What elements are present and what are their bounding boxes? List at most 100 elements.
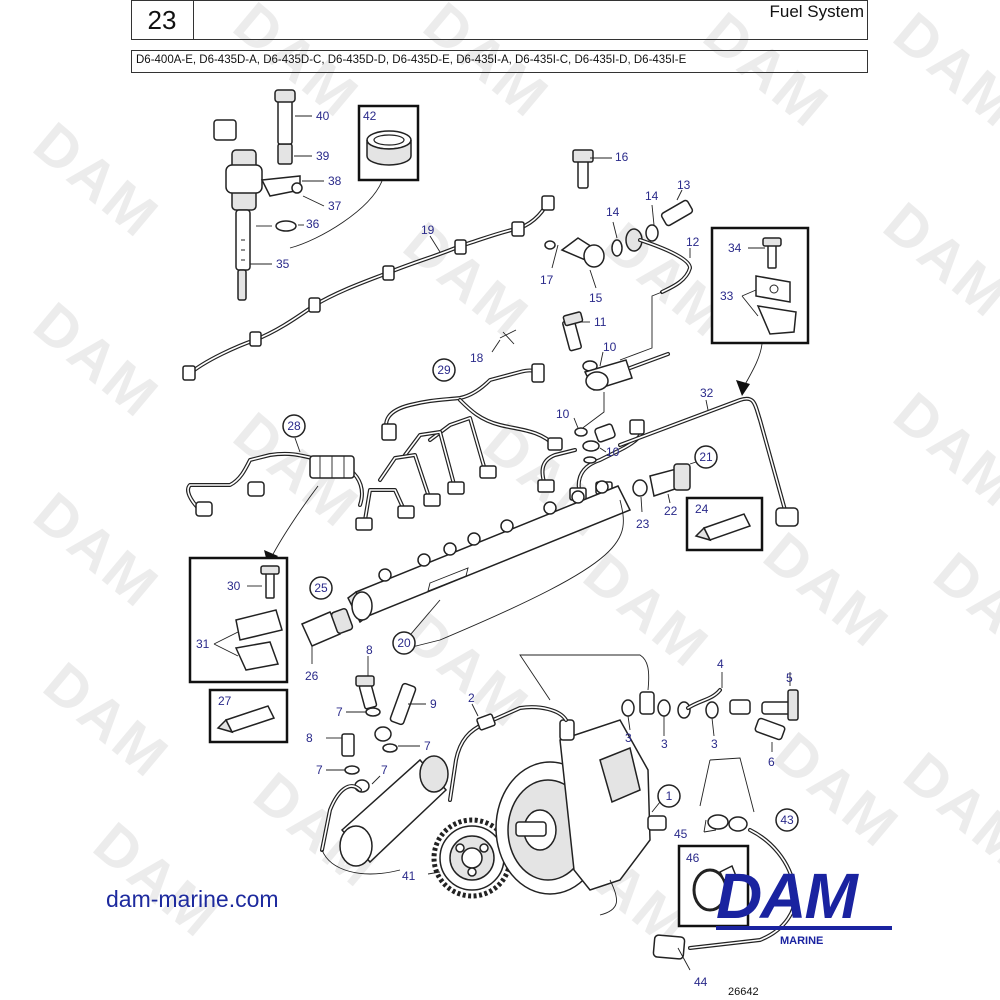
watermark: DAM — [762, 720, 912, 860]
clamp-33-box — [710, 226, 810, 396]
seal-42-box — [289, 104, 420, 249]
callout-11: 11 — [594, 315, 607, 329]
fuel-line-2 — [448, 654, 650, 802]
callout-34: 34 — [728, 241, 742, 255]
callout-10-top: 10 — [603, 340, 617, 354]
callout-8-bottom: 8 — [306, 731, 313, 745]
rail-fittings — [573, 417, 697, 513]
website-link[interactable]: dam-marine.com — [106, 886, 279, 912]
banjo-bolt-11 — [562, 311, 670, 431]
callout-30: 30 — [227, 579, 241, 593]
lower-fittings — [326, 656, 426, 793]
callout-39: 39 — [316, 149, 330, 163]
watermark: DAM — [882, 0, 1000, 140]
fittings-3-6 — [621, 672, 799, 752]
callout-3-a: 3 — [625, 731, 632, 745]
watermark: DAM — [752, 520, 902, 660]
watermark: DAM — [392, 600, 542, 740]
injector-35 — [213, 119, 263, 301]
callout-38: 38 — [328, 174, 342, 188]
callout-circle-43 — [775, 808, 799, 832]
clip-18 — [491, 329, 517, 353]
callout-7-c: 7 — [316, 763, 323, 777]
callout-circle-25 — [309, 576, 333, 600]
callout-6: 6 — [768, 755, 775, 769]
callout-36: 36 — [306, 217, 320, 231]
callout-42: 42 — [363, 109, 377, 123]
callout-26: 26 — [305, 669, 319, 683]
page-number: 23 — [131, 0, 194, 40]
callout-lines-injector — [250, 115, 325, 265]
callout-circle-20 — [392, 631, 416, 655]
callout-12: 12 — [686, 235, 700, 249]
callout-46: 46 — [686, 851, 700, 865]
watermark: DAM — [872, 190, 1000, 330]
watermark: DAM — [572, 540, 722, 680]
dam-marine-logo: DAM MARINE — [716, 860, 892, 947]
callout-7-a: 7 — [336, 705, 343, 719]
high-pressure-pump-1 — [495, 719, 667, 916]
callout-10-mid: 10 — [556, 407, 570, 421]
callout-16: 16 — [615, 150, 629, 164]
model-list: D6-400A-E, D6-435D-A, D6-435D-C, D6-435D… — [131, 50, 868, 73]
watermark: DAM — [22, 480, 172, 620]
callout-2: 2 — [468, 691, 475, 705]
callout-32: 32 — [700, 386, 714, 400]
filter-housing — [320, 755, 449, 875]
logo-dam: DAM — [716, 860, 859, 932]
watermark: DAM — [882, 380, 1000, 520]
callout-35: 35 — [276, 257, 290, 271]
callout-21: 21 — [699, 450, 713, 464]
leak-off-line-19 — [182, 195, 555, 381]
callout-circle-21 — [694, 445, 718, 469]
callout-24: 24 — [695, 502, 709, 516]
fuel-rail-20 — [347, 480, 632, 651]
sealant-tube-24-box — [685, 496, 764, 552]
clamp-31-box — [188, 556, 289, 684]
callout-23: 23 — [636, 517, 650, 531]
callout-27: 27 — [218, 694, 232, 708]
callout-14-right: 14 — [645, 189, 659, 203]
fuel-hose-44 — [652, 757, 798, 971]
callout-circle-1 — [657, 784, 681, 808]
callout-44: 44 — [694, 975, 708, 989]
callout-14-left: 14 — [606, 205, 620, 219]
pressure-sensor-26 — [301, 608, 354, 664]
callout-4: 4 — [717, 657, 724, 671]
drive-gear-41 — [427, 817, 513, 899]
callout-40: 40 — [316, 109, 330, 123]
clamp-38 — [260, 89, 303, 232]
callout-31: 31 — [196, 637, 210, 651]
callout-circle-29 — [432, 358, 456, 382]
return-line-32 — [618, 396, 799, 527]
sealant-tube-27-box — [208, 688, 289, 744]
callout-1: 1 — [666, 789, 673, 803]
header-frame — [131, 0, 868, 40]
callout-33: 33 — [720, 289, 734, 303]
clip-46-box — [677, 844, 750, 928]
callout-7-d: 7 — [381, 763, 388, 777]
callout-19: 19 — [421, 223, 435, 237]
callout-29: 29 — [437, 363, 451, 377]
callout-17: 17 — [540, 273, 554, 287]
callout-37: 37 — [328, 199, 342, 213]
callout-3-b: 3 — [661, 737, 668, 751]
page-title: Fuel System — [769, 2, 864, 21]
callout-43: 43 — [780, 813, 794, 827]
callout-circle-28 — [282, 414, 306, 438]
callout-8-top: 8 — [366, 643, 373, 657]
callout-41: 41 — [402, 869, 416, 883]
callout-22: 22 — [664, 504, 678, 518]
callout-5: 5 — [786, 671, 793, 685]
callout-7-b: 7 — [424, 739, 431, 753]
callout-28: 28 — [287, 419, 301, 433]
callout-18: 18 — [470, 351, 484, 365]
callout-25: 25 — [314, 581, 328, 595]
harness-28 — [186, 437, 364, 566]
document-number: 26642 — [728, 986, 759, 998]
watermark: DAM — [22, 110, 172, 250]
watermark: DAM — [32, 650, 182, 790]
callout-45: 45 — [674, 827, 688, 841]
callout-3-c: 3 — [711, 737, 718, 751]
